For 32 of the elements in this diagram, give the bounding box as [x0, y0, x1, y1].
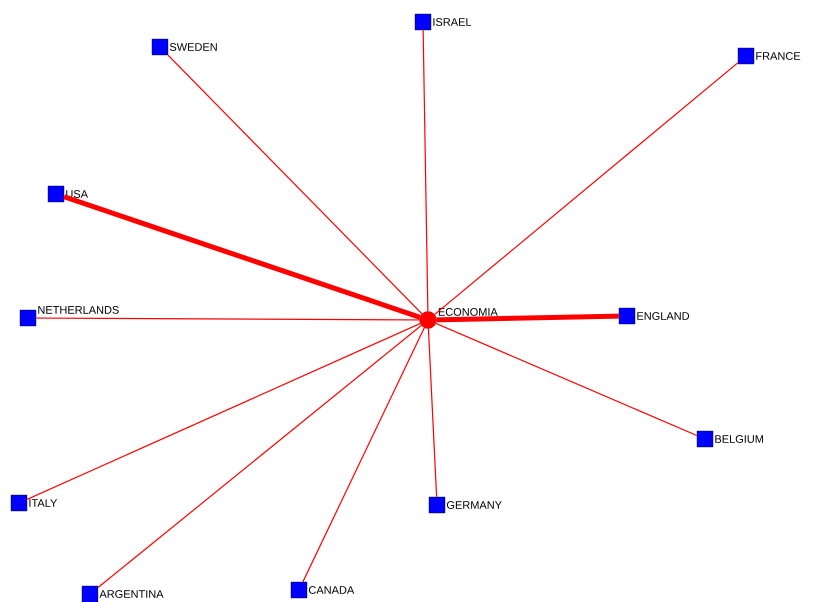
connector-line [436, 314, 619, 322]
connector-line [63, 194, 421, 320]
connector-line [36, 317, 420, 321]
node-label: ARGENTINA [99, 590, 164, 598]
country-node: ITALY [10, 494, 58, 512]
country-node: GERMANY [428, 496, 502, 514]
country-node: ISRAEL [414, 14, 472, 30]
country-node: BELGIUM [696, 430, 763, 448]
connector-line [98, 325, 422, 588]
connector-line [436, 322, 698, 436]
connector-line [434, 62, 738, 315]
country-node: ENGLAND [618, 308, 690, 324]
country-node: SWEDEN [152, 38, 217, 56]
node-label: ECONOMIA [438, 308, 498, 316]
country-node: FRANCE [738, 48, 800, 64]
node-label: NETHERLANDS [38, 306, 119, 314]
node-label: SWEDEN [170, 43, 217, 51]
connector-line [428, 328, 438, 497]
country-node: CANADA [290, 582, 354, 598]
connector-line [26, 323, 420, 500]
node-label: GERMANY [446, 501, 502, 509]
node-label: ITALY [29, 499, 58, 507]
node-label: FRANCE [756, 52, 800, 60]
node-label: CANADA [308, 586, 354, 594]
connector-line [168, 54, 422, 314]
node-label: BELGIUM [715, 435, 764, 443]
connector-line [302, 328, 425, 582]
node-label: ENGLAND [637, 312, 690, 320]
country-node: NETHERLANDS [20, 306, 119, 326]
country-node: ARGENTINA [82, 586, 164, 602]
connector-line [422, 30, 428, 312]
node-label: ISRAEL [433, 18, 472, 26]
